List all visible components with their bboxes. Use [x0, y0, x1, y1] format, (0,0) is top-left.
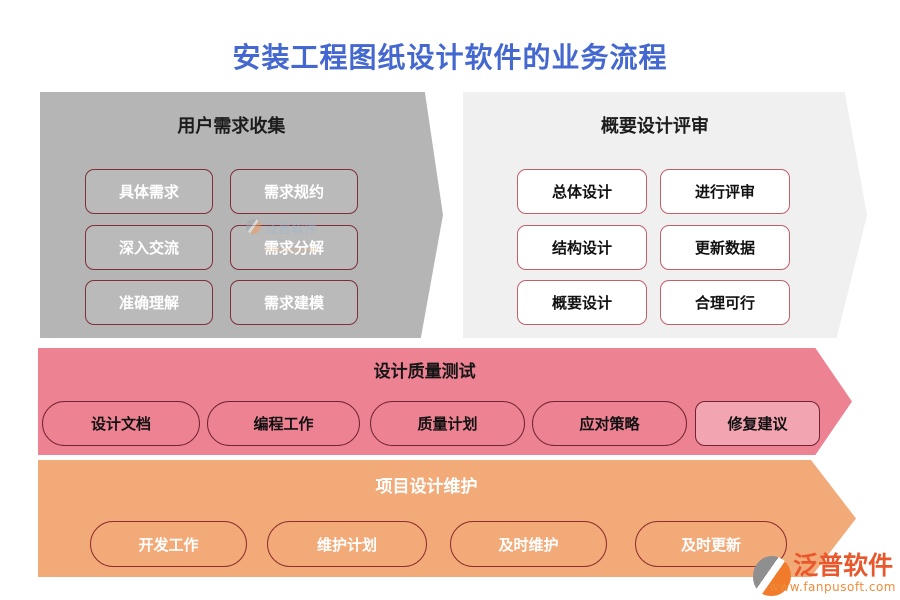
step-chip: 更新数据 [660, 225, 790, 270]
step-pill: 维护计划 [267, 521, 427, 567]
step-pill: 应对策略 [532, 401, 687, 446]
watermark-subtext: FANPU SOFTWARE [265, 248, 318, 254]
step-pill: 开发工作 [90, 521, 247, 567]
step-chip: 进行评审 [660, 169, 790, 214]
step-chip: 准确理解 [85, 280, 213, 325]
step-pill: 及时维护 [450, 521, 607, 567]
stage-user-requirements: 用户需求收集 具体需求 需求规约 深入交流 需求分解 准确理解 需求建模 泛普软… [40, 92, 443, 338]
stage-heading: 用户需求收集 [177, 116, 286, 137]
step-chip: 总体设计 [517, 169, 647, 214]
step-pill: 编程工作 [207, 401, 360, 446]
step-pill: 质量计划 [370, 401, 525, 446]
stage-quality-testing: 设计质量测试 设计文档 编程工作 质量计划 应对策略 修复建议 [38, 348, 852, 455]
stage-design-review: 概要设计评审 总体设计 进行评审 结构设计 更新数据 概要设计 合理可行 [463, 92, 867, 338]
step-chip: 深入交流 [85, 225, 213, 270]
stage-heading: 概要设计评审 [600, 116, 709, 137]
step-chip: 需求分解 [230, 225, 358, 270]
step-pill: 设计文档 [42, 401, 200, 446]
logo-url: www.fanpusoft.com [769, 579, 896, 594]
fanpu-watermark: 泛普软件 FANPU SOFTWARE [246, 218, 318, 256]
banner-heading: 项目设计维护 [375, 477, 478, 497]
banner-heading: 设计质量测试 [373, 362, 476, 382]
step-chip: 结构设计 [517, 225, 647, 270]
fanpu-swirl-icon [246, 219, 261, 234]
step-chip: 具体需求 [85, 169, 213, 214]
stage-design-maintenance: 项目设计维护 开发工作 维护计划 及时维护 及时更新 [38, 460, 856, 577]
step-chip: 需求建模 [230, 280, 358, 325]
step-chip: 需求规约 [230, 169, 358, 214]
step-chip: 概要设计 [517, 280, 647, 325]
step-chip: 合理可行 [660, 280, 790, 325]
fanpu-logo: 泛普软件 www.fanpusoft.com [753, 552, 896, 596]
watermark-text: 泛普软件 [265, 222, 318, 237]
step-pill-highlight: 修复建议 [695, 401, 820, 446]
fanpu-logo-icon [753, 556, 792, 596]
logo-name: 泛普软件 [793, 551, 894, 580]
page-title: 安装工程图纸设计软件的业务流程 [232, 41, 668, 74]
